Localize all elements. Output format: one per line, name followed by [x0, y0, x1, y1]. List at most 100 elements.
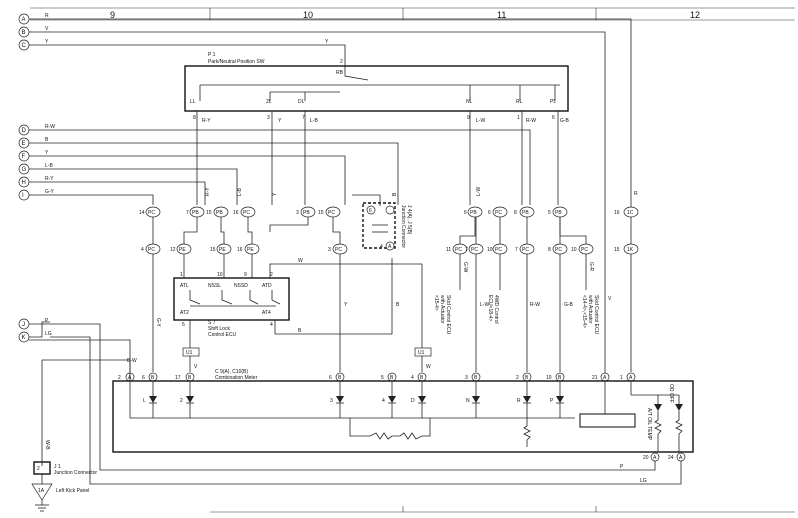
svg-text:7: 7: [186, 210, 189, 216]
pin-number: A: [388, 244, 392, 250]
wire-label: L-B: [237, 188, 243, 196]
p1-pin-dl: DL: [298, 99, 305, 105]
wire-label: G-B: [564, 302, 574, 308]
svg-text:6: 6: [329, 375, 332, 381]
svg-text:P: P: [550, 398, 554, 404]
svg-text:PE: PE: [247, 247, 254, 253]
pin-number: 1: [517, 115, 520, 121]
svg-text:6: 6: [142, 375, 145, 381]
wire-label: Y: [344, 302, 348, 308]
svg-text:PC: PC: [495, 210, 502, 216]
svg-text:7: 7: [465, 247, 468, 253]
svg-text:1C: 1C: [627, 210, 634, 216]
meter-ic-module: [579, 413, 636, 428]
svg-text:PE: PE: [179, 247, 186, 253]
wire-label: Y: [278, 118, 282, 124]
combo-name: Combination Meter: [215, 375, 258, 381]
svg-text:PC: PC: [471, 247, 478, 253]
u1-connector-right: [414, 347, 432, 357]
wire-label: B: [396, 302, 400, 308]
svg-text:PB: PB: [555, 210, 562, 216]
j1-id: J 1: [54, 464, 61, 470]
svg-text:10: 10: [546, 375, 552, 381]
terminal-H: H R-Y: [18, 176, 54, 188]
svg-text:PC: PC: [555, 247, 562, 253]
j4-name: Junction Connector: [400, 205, 406, 248]
svg-text:R-W: R-W: [45, 124, 55, 130]
combo-meter-pins: A2 B6 B17 B6 B5 B4 B3 B2 B10 A21 A1: [118, 372, 636, 382]
svg-text:F: F: [22, 154, 26, 160]
svg-text:5: 5: [381, 375, 384, 381]
resistor: [523, 418, 531, 447]
pin-number: 24: [668, 455, 674, 461]
terminal-A: A R: [18, 13, 49, 25]
svg-text:PC: PC: [328, 210, 335, 216]
svg-text:L-B: L-B: [45, 163, 53, 169]
svg-text:D: D: [22, 128, 27, 134]
j4-id: J 4(A), J 5(B): [406, 205, 412, 235]
p1-pin-nl: NL: [466, 99, 473, 105]
ecu-label: Skid Control ECU: [593, 295, 599, 335]
ecu-pin-label: NSSL: [208, 283, 221, 289]
svg-text:PC: PC: [455, 247, 462, 253]
svg-text:15: 15: [318, 210, 324, 216]
pin-number: 7: [302, 115, 305, 121]
svg-text:1: 1: [620, 375, 623, 381]
svg-text:6: 6: [464, 210, 467, 216]
svg-text:2: 2: [180, 398, 183, 404]
wire-label: L-W: [476, 187, 482, 196]
svg-text:6: 6: [488, 210, 491, 216]
svg-text:14: 14: [139, 210, 145, 216]
pin-number: 6: [369, 208, 372, 214]
svg-text:R-Y: R-Y: [45, 176, 54, 182]
column-9: 9: [110, 10, 115, 20]
indicator-label: A/T OIL TEMP: [646, 408, 652, 441]
wire-label: Y: [325, 39, 329, 45]
svg-text:A: A: [629, 375, 633, 381]
svg-text:PB: PB: [192, 210, 199, 216]
svg-text:16: 16: [237, 247, 243, 253]
svg-text:B: B: [338, 375, 342, 381]
svg-text:A: A: [22, 17, 26, 23]
column-10: 10: [303, 10, 313, 20]
svg-text:PE: PE: [219, 247, 226, 253]
p1-rb-label: RB: [336, 70, 344, 76]
svg-text:J: J: [22, 322, 25, 328]
svg-text:E: E: [22, 141, 26, 147]
svg-text:15: 15: [210, 247, 216, 253]
svg-text:PB: PB: [522, 210, 529, 216]
svg-text:R: R: [517, 398, 521, 404]
svg-text:B: B: [45, 137, 49, 143]
p1-pin-pl: PL: [550, 99, 556, 105]
svg-text:7: 7: [515, 247, 518, 253]
svg-text:15: 15: [206, 210, 212, 216]
ecu-label: Skid Control ECU: [445, 295, 451, 335]
ecu-label: ECU<18-4>: [487, 295, 493, 321]
svg-text:H: H: [22, 180, 26, 186]
wire-label: P: [620, 464, 624, 470]
pin-number: 4: [380, 244, 383, 250]
svg-text:5: 5: [548, 210, 551, 216]
svg-text:B: B: [525, 375, 529, 381]
terminal-B: B V: [18, 26, 49, 38]
svg-text:B: B: [188, 375, 192, 381]
svg-text:B: B: [151, 375, 155, 381]
svg-text:PC: PC: [243, 210, 250, 216]
svg-text:PC: PC: [148, 210, 155, 216]
pin-number: 5: [182, 322, 185, 328]
svg-text:PC: PC: [581, 247, 588, 253]
connector-label: U1: [418, 350, 425, 356]
svg-text:Y: Y: [45, 150, 49, 156]
pin-number: 9: [244, 272, 247, 278]
svg-text:PB: PB: [470, 210, 477, 216]
svg-text:R: R: [45, 13, 49, 19]
svg-text:10: 10: [571, 247, 577, 253]
s7-id: S 7: [208, 320, 216, 326]
svg-text:3: 3: [330, 398, 333, 404]
column-11: 11: [497, 10, 506, 20]
indicator-label: OD OFF: [668, 384, 674, 403]
ecu-pin-label: AT4: [262, 310, 271, 316]
wire-label: W: [298, 258, 303, 264]
wire-label: R-Y: [205, 187, 211, 196]
pin-number: 4: [270, 322, 273, 328]
